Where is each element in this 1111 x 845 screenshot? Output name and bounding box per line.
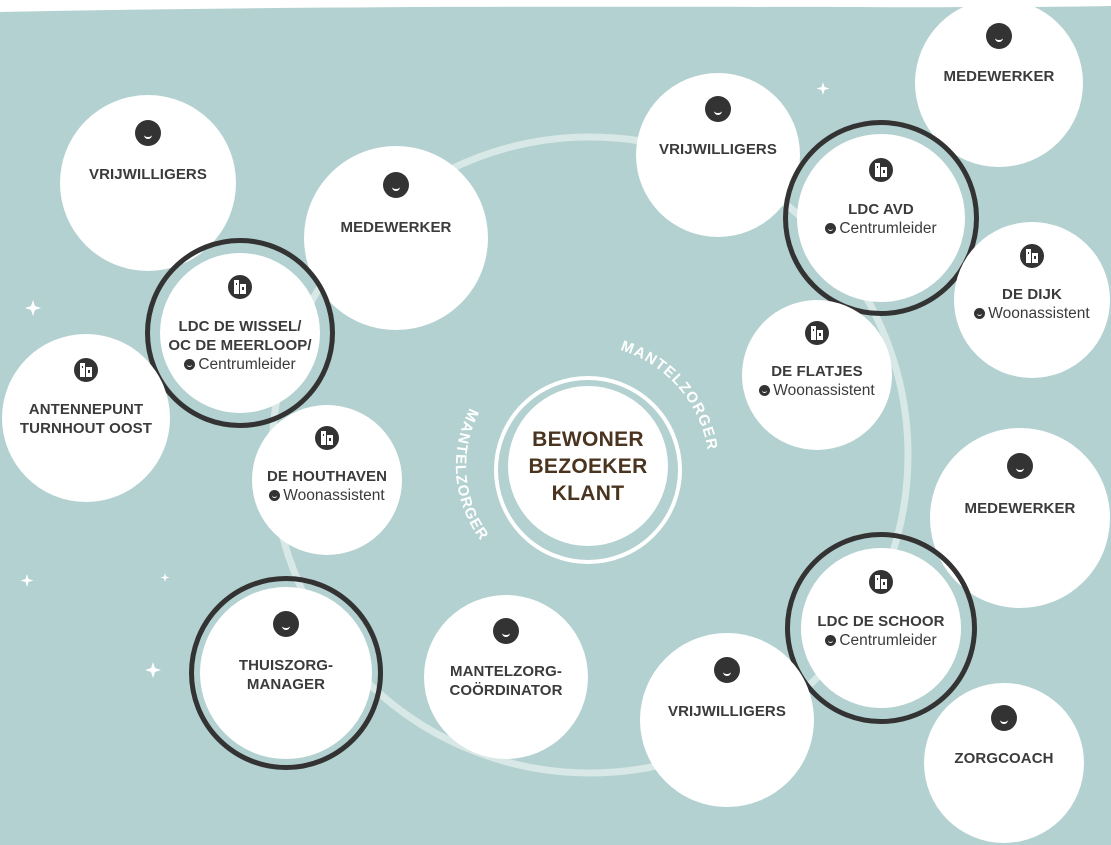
node-title: ZORGCOACH: [954, 750, 1054, 767]
node-title: DE DIJK: [1002, 286, 1062, 303]
node-role: Centrumleider: [825, 631, 937, 650]
de-dijk-bubble: DE DIJK Woonassistent: [954, 222, 1110, 378]
node-role: Centrumleider: [184, 355, 296, 374]
node-title: VRIJWILLIGERS: [659, 141, 777, 158]
role-label: Centrumleider: [839, 220, 937, 237]
sparkle: [160, 573, 170, 582]
vrijwilligers-bottom-bubble: VRIJWILLIGERS: [640, 633, 814, 807]
node-title: MANAGER: [246, 676, 326, 693]
mantelzorg-coordinator-bubble: MANTELZORG- COÖRDINATOR: [424, 595, 588, 759]
medewerker-left-bubble: MEDEWERKER: [304, 146, 488, 330]
ldc-avd-ring: [783, 120, 979, 316]
face-icon: [714, 657, 740, 683]
center-line-1: BEWONER: [532, 427, 644, 451]
center-bubble: BEWONER BEZOEKER KLANT: [508, 386, 668, 546]
ldc-de-schoor-bubble: LDC DE SCHOOR Centrumleider: [801, 548, 961, 708]
thuiszorg-manager-bubble: THUISZORG- MANAGER: [200, 587, 372, 759]
node-role: Woonassistent: [269, 486, 385, 505]
node-role: Centrumleider: [825, 219, 937, 238]
arc-label-left: MANTELZORGER: [452, 406, 492, 544]
ldc-de-wissel-ring: [145, 238, 335, 428]
center-line-2: BEZOEKER: [528, 454, 648, 478]
node-title: MEDEWERKER: [964, 500, 1076, 517]
building-icon: [315, 426, 339, 450]
thuiszorg-manager-ring: [189, 576, 383, 770]
ldc-de-wissel-bubble: LDC DE WISSEL/OC DE MEERLOOP/Centrumleid…: [160, 253, 320, 413]
arc-label-right: MANTELZORGER: [619, 338, 721, 452]
node-title: DE FLATJES: [771, 363, 863, 380]
node-title: VRIJWILLIGERS: [668, 703, 786, 720]
person-icon: [269, 490, 281, 501]
person-icon: [825, 223, 837, 234]
person-icon: [825, 635, 837, 646]
node-title: THUISZORG-: [238, 657, 334, 674]
building-icon: [1020, 244, 1044, 268]
face-icon: [135, 120, 161, 146]
building-icon: [228, 275, 252, 299]
building-icon: [74, 358, 98, 382]
node-title: VRIJWILLIGERS: [89, 166, 207, 183]
node-title: OC DE MEERLOOP/: [168, 337, 312, 354]
ldc-de-schoor-ring: [785, 532, 977, 724]
sparkle: [20, 574, 34, 587]
sparkle: [25, 300, 41, 316]
face-icon: [986, 23, 1012, 49]
node-title: LDC DE SCHOOR: [817, 613, 945, 630]
node-role: Woonassistent: [974, 304, 1090, 323]
node-title: LDC DE WISSEL/: [178, 318, 302, 335]
building-icon: [805, 321, 829, 345]
face-icon: [991, 705, 1017, 731]
role-label: Woonassistent: [988, 305, 1090, 322]
sparkle: [816, 82, 830, 95]
top-edge: [0, 0, 1111, 12]
medewerker-top-right-bubble: MEDEWERKER: [915, 0, 1083, 167]
de-flatjes-bubble: DE FLATJES Woonassistent: [742, 300, 892, 450]
vrijwilligers-top-bubble: VRIJWILLIGERS: [636, 73, 800, 237]
role-label: Centrumleider: [198, 356, 296, 373]
ldc-avd-bubble: LDC AVD Centrumleider: [797, 134, 965, 302]
zorgcoach-bubble: ZORGCOACH: [924, 683, 1084, 843]
node-role: Woonassistent: [759, 381, 875, 400]
sparkle: [145, 662, 161, 678]
node-title: ANTENNEPUNT: [28, 401, 144, 418]
role-label: Woonassistent: [283, 487, 385, 504]
medewerker-right-bubble: MEDEWERKER: [930, 428, 1110, 608]
face-icon: [383, 172, 409, 198]
node-title: DE HOUTHAVEN: [266, 468, 388, 485]
node-title: MANTELZORG-: [450, 663, 562, 680]
vrijwilligers-left-bubble: VRIJWILLIGERS: [60, 95, 236, 271]
building-icon: [869, 158, 893, 182]
antennepunt-bubble: ANTENNEPUNT TURNHOUT OOST: [2, 334, 170, 502]
role-label: Woonassistent: [773, 382, 875, 399]
node-title: MEDEWERKER: [340, 219, 452, 236]
node-title: COÖRDINATOR: [449, 682, 563, 699]
center-line-3: KLANT: [551, 481, 625, 505]
person-icon: [184, 359, 196, 370]
node-title: MEDEWERKER: [943, 68, 1055, 85]
role-label: Centrumleider: [839, 632, 937, 649]
person-icon: [759, 385, 771, 396]
person-icon: [974, 308, 986, 319]
sparkles: [20, 82, 830, 678]
face-icon: [1007, 453, 1033, 479]
node-title: LDC AVD: [848, 201, 914, 218]
de-houthaven-bubble: DE HOUTHAVEN Woonassistent: [252, 405, 402, 555]
face-icon: [273, 611, 299, 637]
face-icon: [493, 618, 519, 644]
building-icon: [869, 570, 893, 594]
face-icon: [705, 96, 731, 122]
node-title: TURNHOUT OOST: [19, 420, 153, 437]
center-ring: [494, 376, 682, 564]
